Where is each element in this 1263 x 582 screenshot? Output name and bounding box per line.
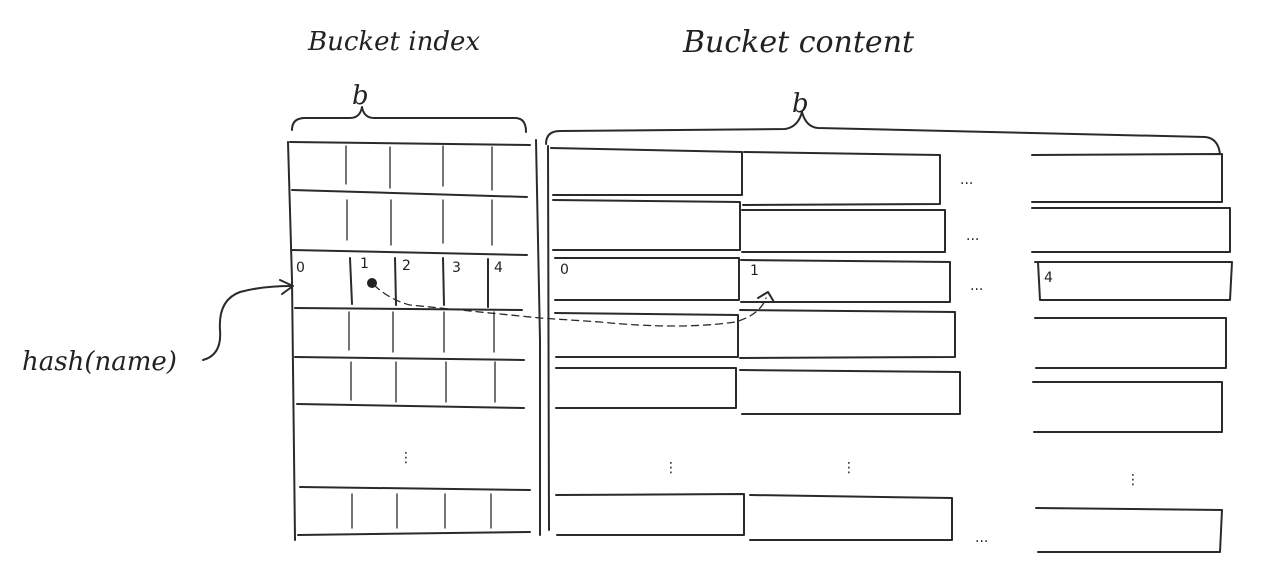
pointer-dashed-line [373, 284, 767, 327]
content-last-vertical-ellipsis: ⋮ [1126, 472, 1140, 488]
hash-name-label: hash(name) [22, 347, 177, 377]
pointer-arrowhead [757, 291, 775, 303]
hash-arrowhead [279, 279, 294, 295]
content-col0-vertical-ellipsis: ⋮ [664, 460, 678, 476]
bucket-index-table: 0 1 2 3 4 ⋮ [287, 139, 541, 541]
index-slot-0: 0 [296, 260, 305, 276]
index-slot-3: 3 [452, 260, 461, 276]
hash-arrow [202, 285, 293, 361]
content-slot-4: 4 [1044, 270, 1053, 286]
content-slot-0: 0 [560, 262, 569, 278]
bucket-index-title: Bucket index [307, 27, 480, 57]
content-slot-1: 1 [750, 263, 759, 279]
index-cell-dividers [345, 145, 496, 529]
row3-ellipsis: ... [970, 278, 983, 294]
index-slot-4: 4 [494, 260, 503, 276]
content-column-last: 4 ⋮ [1031, 153, 1233, 553]
row-last-ellipsis: ... [975, 530, 988, 546]
content-column-0: 0 ⋮ [547, 145, 745, 536]
index-vertical-ellipsis: ⋮ [399, 450, 413, 466]
bucket-content-title: Bucket content [682, 25, 915, 60]
bucket-content-brace: b [545, 89, 1221, 155]
index-slot-2: 2 [402, 258, 411, 274]
content-column-1: 1 ⋮ [739, 151, 961, 541]
bucket-index-brace: b [291, 81, 527, 133]
index-left-border [287, 141, 296, 541]
bucket-content-brace-label: b [792, 89, 809, 119]
row2-ellipsis: ... [966, 228, 979, 244]
bucket-index-brace-label: b [352, 81, 369, 111]
row1-ellipsis: ... [960, 172, 973, 188]
content-col1-vertical-ellipsis: ⋮ [842, 460, 856, 476]
index-slot-1: 1 [360, 256, 369, 272]
content-horizontal-ellipses: ... ... ... ... [960, 172, 988, 546]
index-right-border [535, 139, 541, 536]
